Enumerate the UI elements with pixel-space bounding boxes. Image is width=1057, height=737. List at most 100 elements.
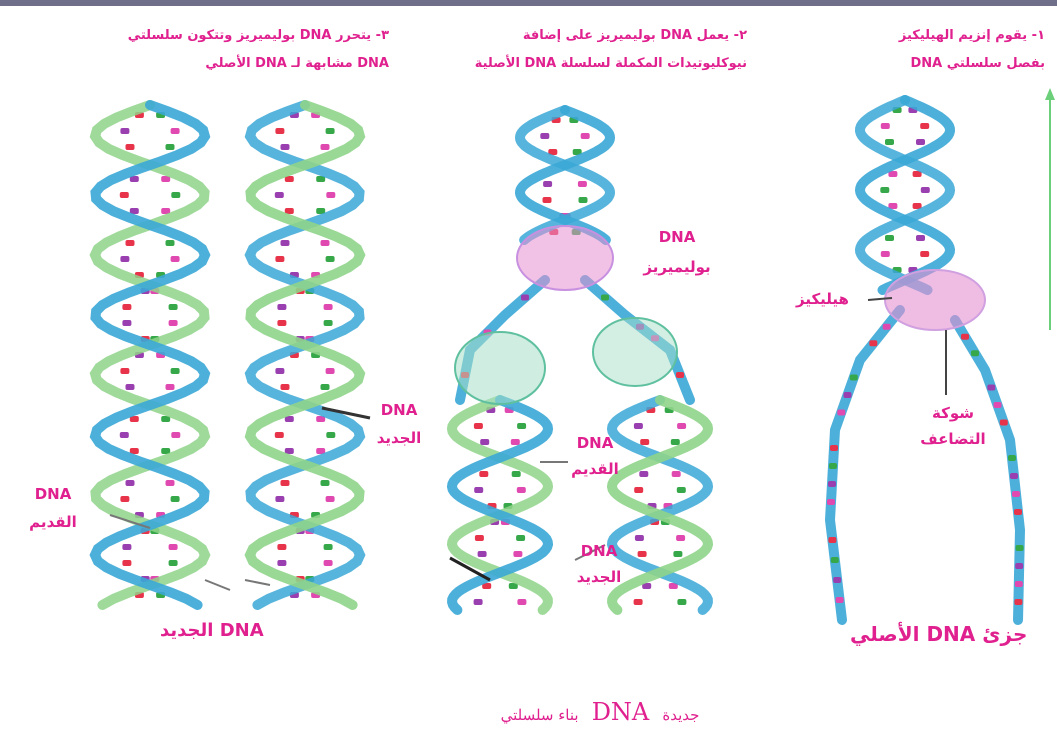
replicating-helix-right-base [638,551,647,557]
replicating-helix-right-base [635,535,644,541]
daughter-helix-2-base [277,304,286,310]
daughter-helix-1-base [169,304,178,310]
step-1-line-2: بفصل سلسلتي DNA [805,50,1045,78]
replicating-helix-left-base [474,599,483,605]
bottom-new-pointer-2 [245,580,270,585]
daughter-helix-1-base [120,192,129,198]
daughter-helix-2-base [275,496,284,502]
daughter-helix-2-base [324,304,333,310]
separated-strand-right-base [1000,420,1008,426]
replicating-helix-right-base [634,423,643,429]
daughter-helix-1-base [122,320,131,326]
fork-arm-right-base [601,295,609,301]
replicating-helix-top-base [581,133,590,139]
daughter-helix-2-base [324,544,333,550]
caption-pre: بناء سلسلتي [501,706,579,724]
daughter-helix-1-base [166,144,175,150]
replicating-helix-left-base [516,535,525,541]
replicating-helix-left-base [517,423,526,429]
separated-strand-left-base [830,445,838,451]
replicating-helix-top-base [540,133,549,139]
step-3-heading: ٣- يتحرر DNA بوليميريز وتتكون سلسلتي DNA… [29,22,389,78]
separated-strand-right-base [1016,545,1024,551]
fork-arm-left-base [521,295,529,301]
old-strand-left-line-2: القديم [18,508,88,536]
daughter-helix-1-base [126,384,135,390]
separated-strand-left-base [837,410,845,416]
daughter-helix-2-base [277,320,286,326]
daughter-helix-2-base [275,368,284,374]
replicating-helix-left-base [480,439,489,445]
daughter-helix-1-base [120,128,129,134]
daughter-helix-2-base [281,384,290,390]
separated-strand-left-base [844,392,852,398]
replicating-helix-right-base [640,439,649,445]
old-strand-center-line-2: القديم [560,456,630,482]
replicating-helix-right-base [677,599,686,605]
replicating-helix-right-base [676,535,685,541]
daughter-helix-1-base [166,384,175,390]
replicating-helix-top-base [543,197,552,203]
figure-caption: جديدة DNA بناء سلسلتي [410,698,790,726]
daughter-helix-1-base [169,320,178,326]
caption-post: جديدة [662,706,699,724]
original-helix-base [916,235,925,241]
polymerase-enzyme-right [593,318,677,386]
daughter-helix-1-base [169,560,178,566]
old-strand-left-line-1: DNA [18,480,88,508]
daughter-helix-2-base [321,384,330,390]
separated-strand-left-base [829,463,837,469]
step-1-line-1: ١- يقوم إنزيم الهيليكيز [805,22,1045,50]
daughter-helix-2-base [324,320,333,326]
fork-label-line-1: شوكة [918,400,988,426]
daughter-helix-2-base [326,192,335,198]
original-helix-base [920,251,929,257]
daughter-helix-1-base [171,256,180,262]
replicating-helix-right-base [634,599,643,605]
replicating-helix-left-base [474,423,483,429]
original-helix-base [885,139,894,145]
daughter-helix-1-base [120,256,129,262]
step-3-line-1: ٣- يتحرر DNA بوليميريز وتتكون سلسلتي [29,22,389,50]
separated-strand-right-base [971,350,979,356]
fork-label-line-2: التضاعف [918,426,988,452]
daughter-helix-2-base [275,192,284,198]
polymerase-label-line-2: بوليميريز [632,252,722,282]
daughter-helix-1-base [171,192,180,198]
daughter-helix-2-base [281,144,290,150]
daughter-helix-2-base [277,560,286,566]
polymerase-enzyme [517,226,613,290]
old-strand-center-line-1: DNA [560,430,630,456]
daughter-helix-2-base [275,432,284,438]
daughter-helix-2-base [326,256,335,262]
daughter-helix-1-base [122,304,131,310]
daughter-helix-2-base [281,480,290,486]
new-strand-left-label: DNA الجديد [364,396,434,452]
original-helix-base [916,139,925,145]
separated-strand-right-base [1012,491,1020,497]
original-helix-base [881,123,890,129]
replicating-helix-top-base [578,181,587,187]
daughter-helix-1-base [126,144,135,150]
daughter-helix-2-base [321,144,330,150]
replicating-helix-right-base [677,423,686,429]
replicating-helix-left-base [511,439,520,445]
daughter-helix-2-base [326,368,335,374]
new-strand-left-line-2: الجديد [364,424,434,452]
daughter-helix-1-base [166,240,175,246]
daughter-helix-1-base [126,240,135,246]
daughter-helix-2-base [324,560,333,566]
replicating-helix-left-base [474,487,483,493]
daughter-helix-1-base [122,544,131,550]
replicating-helix-left-base [512,471,521,477]
replicating-helix-left-base [517,487,526,493]
replication-fork-label: شوكة التضاعف [918,400,988,452]
new-strand-center-line-1: DNA [564,538,634,564]
separated-strand-left-base [828,481,836,487]
separated-strand-right-base [994,402,1002,408]
separated-strand-left-base [869,340,877,346]
original-molecule-label: جزئ DNA الأصلي [850,622,1027,646]
separated-strand-left-base [831,557,839,563]
original-helix-base [885,235,894,241]
daughter-helix-2-base [321,480,330,486]
